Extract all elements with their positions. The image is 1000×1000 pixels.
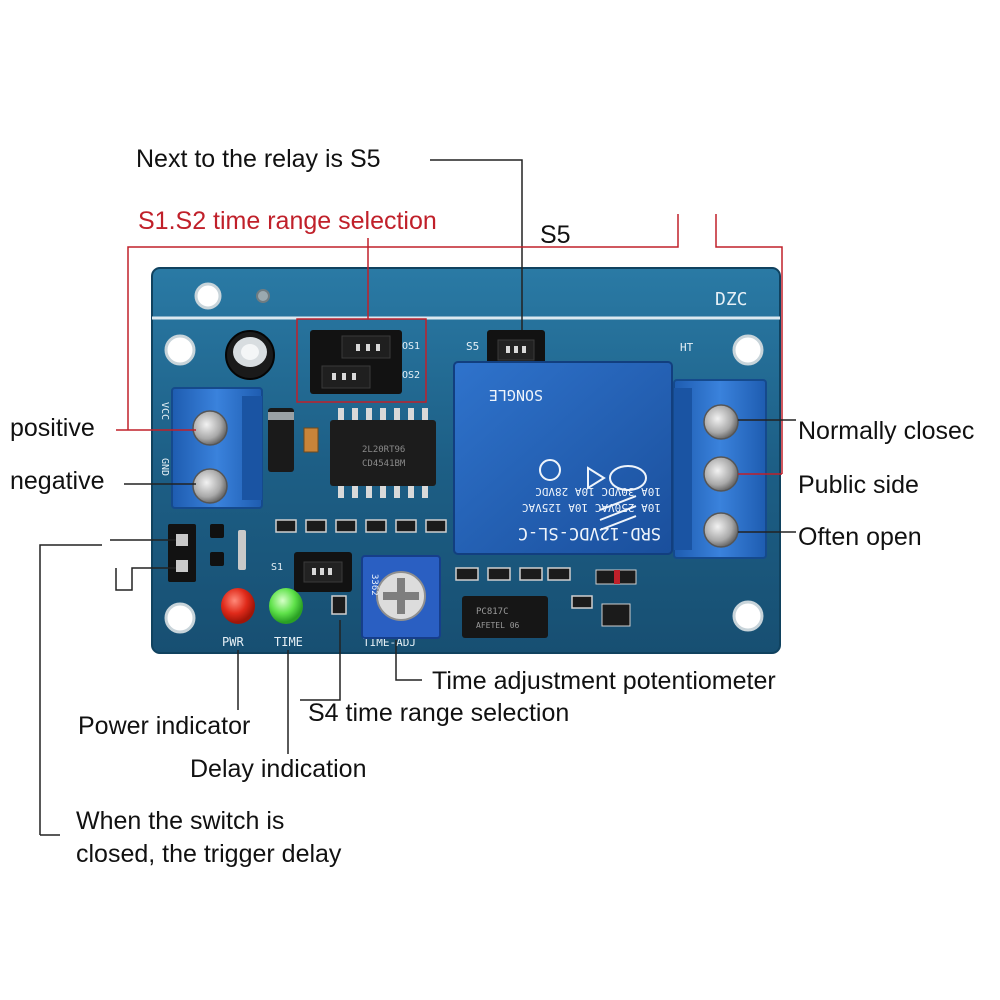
s5-jumper[interactable] [487,330,545,370]
optocoupler-line2: AFETEL 06 [476,621,520,630]
board-s1-text: S1 [271,562,283,573]
label-public-side: Public side [798,471,919,499]
board-ht-text: HT [680,341,694,354]
board-os2-text: OS2 [402,370,420,381]
smd-resistors [275,519,593,615]
label-often-open: Often open [798,523,922,551]
label-negative: negative [10,467,105,495]
relay-rating-line2: 10A 30VDC 10A 28VDC [535,485,661,498]
callout-lines [39,159,796,836]
transistor-footprint [210,524,246,570]
no-screw[interactable] [703,512,739,548]
label-switch-line2: closed, the trigger delay [76,840,342,868]
smd-capacitor [303,427,319,453]
test-pad [256,289,270,303]
output-terminal-block [673,379,767,559]
power-led [221,588,255,624]
leader-switch-bottom [115,567,176,591]
leader-s4 [300,620,341,701]
potentiometer[interactable]: 3362 [361,555,441,639]
smd-diode [595,569,637,585]
leader-next-to-relay [430,159,523,330]
relay-cert-marks [539,459,647,531]
board-vcc-text: VCC [159,402,170,420]
label-s4-range: S4 time range selection [308,699,570,727]
leader-pot [395,640,422,681]
timer-ic: 2L20RT96 CD4541BM [330,408,436,498]
optocoupler: PC817C AFETEL 06 [462,596,548,638]
s4-jumper[interactable] [294,552,352,592]
bracket-top-red [127,214,679,430]
ic-marking-line1: 2L20RT96 [362,445,405,455]
relay-model-text: SRD-12VDC-SL-C [518,523,661,543]
ic-marking-line2: CD4541BM [362,459,406,469]
delay-led [269,588,303,624]
s1-s2-jumper-header[interactable] [310,330,402,394]
s1-s2-highlight-box [296,318,427,403]
board-time-text: TIME [274,635,303,649]
label-positive: positive [10,414,95,442]
relay: SRD-12VDC-SL-C 10A 250VAC 10A 125VAC 10A… [453,361,673,555]
board-os1-text: OS1 [402,341,420,352]
label-normally-closed: Normally closec [798,417,975,445]
board-brand-text: DZC [715,289,748,310]
trigger-switch-header[interactable] [168,524,196,582]
label-next-to-relay: Next to the relay is S5 [136,145,381,173]
label-s5: S5 [540,221,571,249]
nc-screw[interactable] [703,404,739,440]
mounting-holes [164,282,764,634]
optocoupler-model: PC817C [476,607,509,617]
relay-brand-text: SONGLE [489,386,543,404]
pot-code-text: 3362 [369,574,379,596]
smd-transistor [601,603,631,627]
power-terminal-block [171,387,263,509]
label-s1-s2-range: S1.S2 time range selection [138,207,437,235]
com-screw[interactable] [703,456,739,492]
diode [268,408,294,472]
leader-switch-top [39,544,102,835]
board-s5-text: S5 [466,340,479,353]
relay-rating-line1: 10A 250VAC 10A 125VAC [522,501,661,514]
electrolytic-capacitor [225,330,275,380]
label-time-adjust-pot: Time adjustment potentiometer [432,667,776,695]
board-time-adj-text: TIME-ADJ [363,636,416,649]
board-pwr-text: PWR [222,635,244,649]
label-switch-line1: When the switch is [76,807,285,835]
label-delay-indication: Delay indication [190,755,367,783]
board-gnd-text: GND [159,458,170,476]
vcc-screw[interactable] [192,410,228,446]
label-power-indicator: Power indicator [78,712,251,740]
bracket-right-red [715,214,783,474]
gnd-screw[interactable] [192,468,228,504]
